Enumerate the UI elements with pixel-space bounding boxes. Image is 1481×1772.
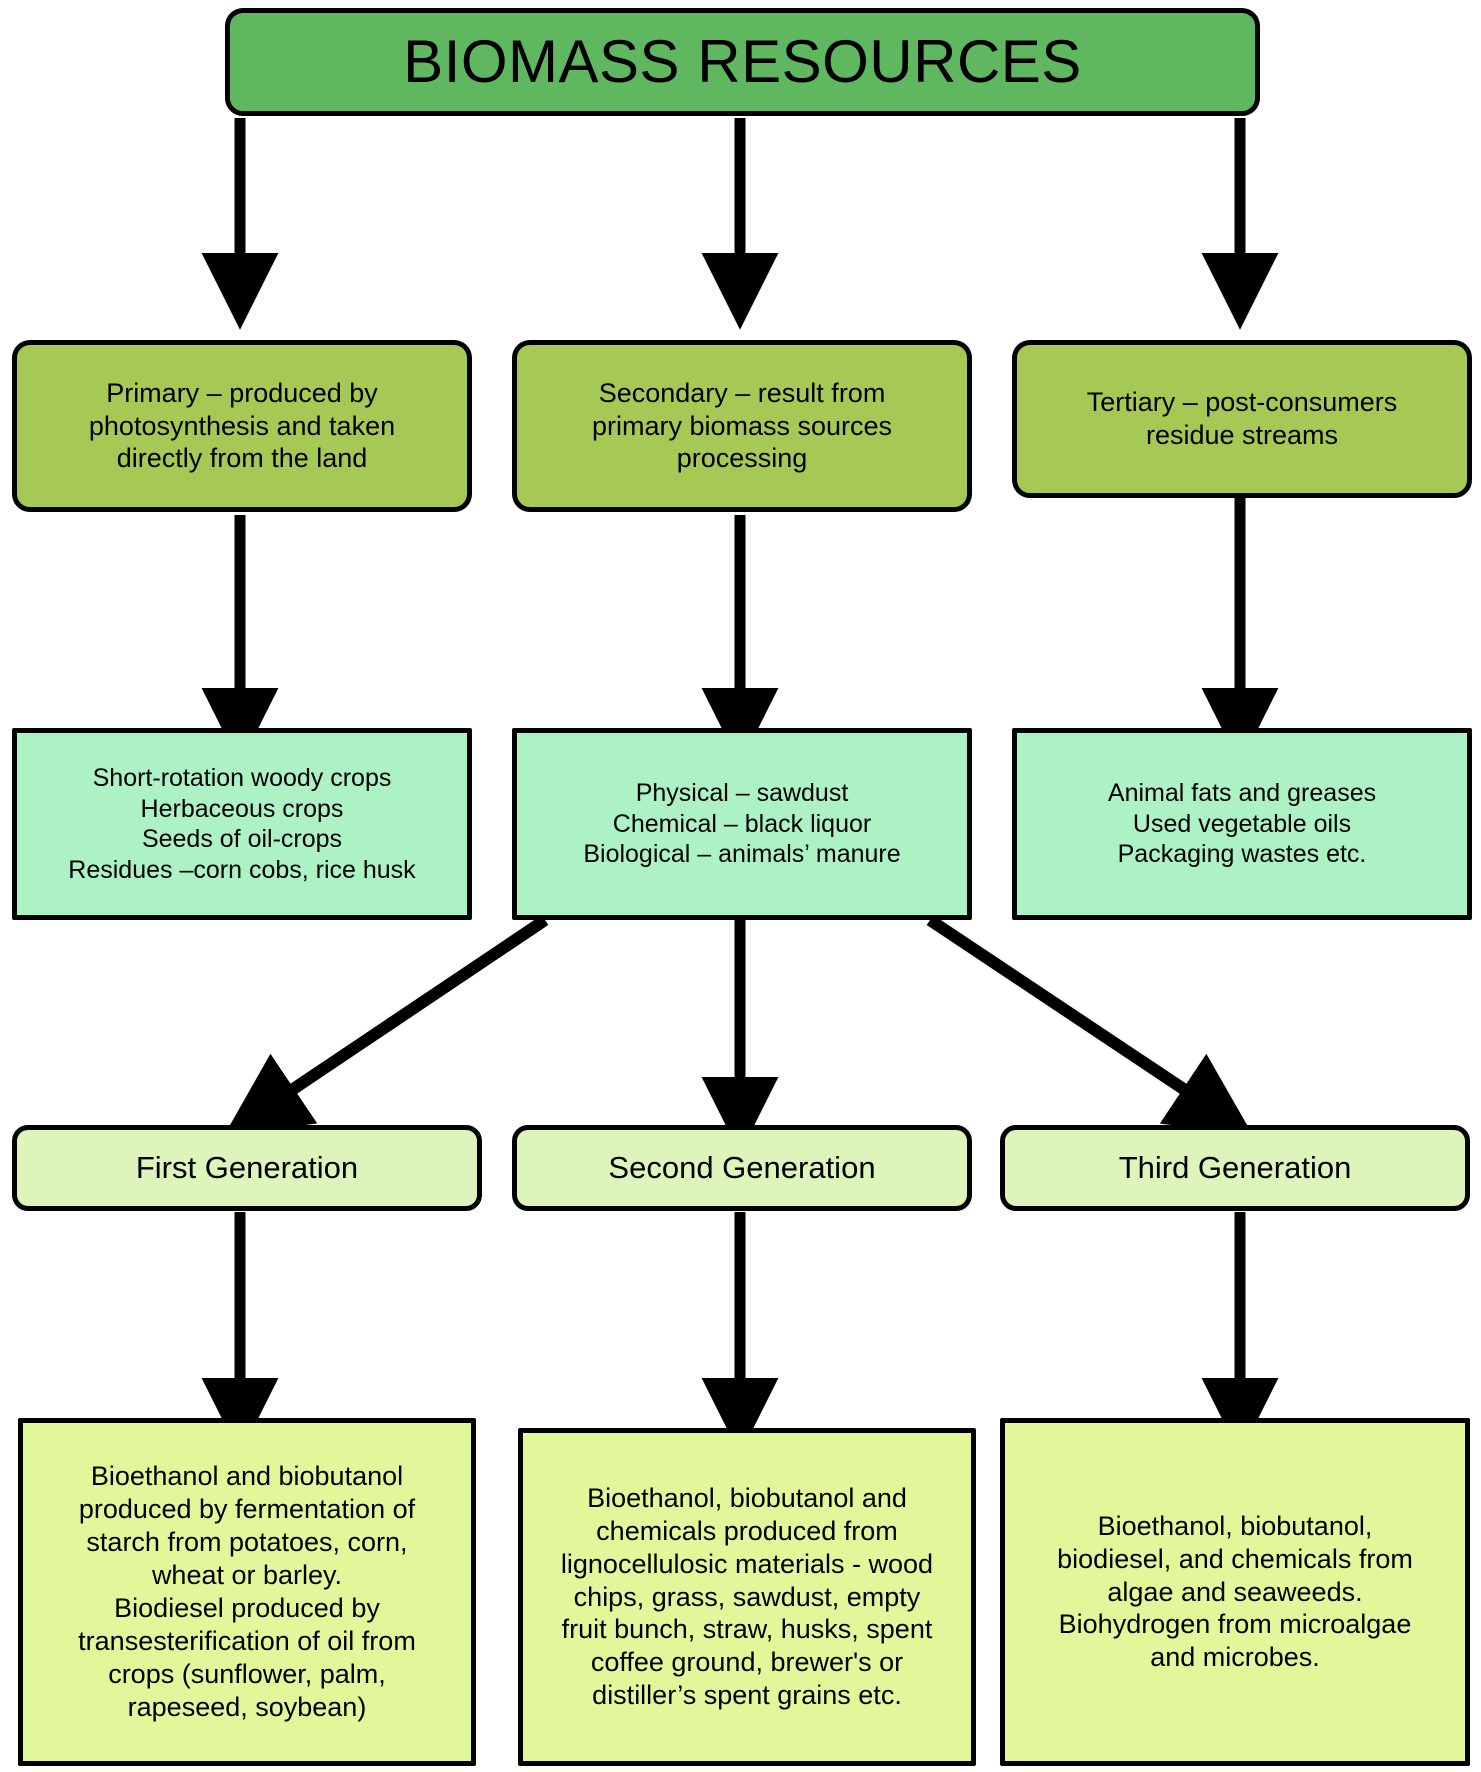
node-second-generation-products: Bioethanol, biobutanol and chemicals pro… bbox=[518, 1428, 976, 1766]
node-third-generation-label: Third Generation bbox=[1118, 1150, 1352, 1186]
node-primary-text: Primary – produced by photosynthesis and… bbox=[88, 377, 396, 474]
node-primary: Primary – produced by photosynthesis and… bbox=[12, 340, 472, 512]
node-tertiary-text: Tertiary – post-consumers residue stream… bbox=[1086, 387, 1398, 450]
node-third-generation-products: Bioethanol, biobutanol, biodiesel, and c… bbox=[1000, 1418, 1470, 1766]
node-second-generation-label: Second Generation bbox=[608, 1150, 876, 1186]
node-primary-sources-text: Short-rotation woody crops Herbaceous cr… bbox=[68, 764, 416, 884]
node-first-generation-label: First Generation bbox=[135, 1150, 359, 1186]
node-secondary: Secondary – result from primary biomass … bbox=[512, 340, 972, 512]
node-first-generation: First Generation bbox=[12, 1125, 482, 1211]
node-tertiary-sources: Animal fats and greases Used vegetable o… bbox=[1012, 728, 1472, 920]
node-second-generation-products-text: Bioethanol, biobutanol and chemicals pro… bbox=[560, 1482, 934, 1711]
diagram-title: BIOMASS RESOURCES bbox=[225, 8, 1260, 116]
node-third-generation: Third Generation bbox=[1000, 1125, 1470, 1211]
node-third-generation-products-text: Bioethanol, biobutanol, biodiesel, and c… bbox=[1057, 1510, 1413, 1673]
node-tertiary: Tertiary – post-consumers residue stream… bbox=[1012, 340, 1472, 498]
node-secondary-sources-text: Physical – sawdust Chemical – black liqu… bbox=[583, 779, 901, 869]
node-second-generation: Second Generation bbox=[512, 1125, 972, 1211]
node-secondary-sources: Physical – sawdust Chemical – black liqu… bbox=[512, 728, 972, 920]
arrow-sources-to-third-generation bbox=[926, 915, 1253, 1136]
node-tertiary-sources-text: Animal fats and greases Used vegetable o… bbox=[1107, 779, 1377, 869]
node-primary-sources: Short-rotation woody crops Herbaceous cr… bbox=[12, 728, 472, 920]
node-secondary-text: Secondary – result from primary biomass … bbox=[591, 377, 893, 474]
node-first-generation-products: Bioethanol and biobutanol produced by fe… bbox=[18, 1418, 476, 1766]
arrow-sources-to-first-generation bbox=[224, 915, 549, 1136]
node-first-generation-products-text: Bioethanol and biobutanol produced by fe… bbox=[78, 1461, 416, 1722]
